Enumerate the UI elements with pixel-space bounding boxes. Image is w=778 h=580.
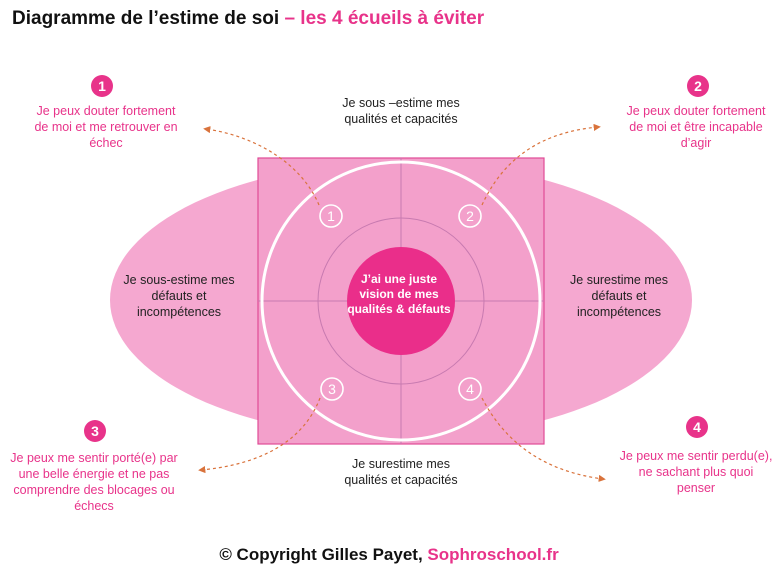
pitfall-badge-3: 3 (84, 420, 106, 442)
pitfall-number-3: 3 (91, 423, 99, 439)
arrow-to-pitfall-4 (481, 397, 606, 483)
copyright-footer: © Copyright Gilles Payet, Sophroschool.f… (0, 545, 778, 565)
quadrant-number-2: 2 (466, 208, 474, 224)
label-bottom: Je surestime mes qualités et capacités (344, 457, 458, 487)
arrow-to-pitfall-2 (481, 123, 601, 206)
pitfall-badge-1: 1 (91, 75, 113, 97)
quadrant-marker-4: 4 (458, 377, 482, 401)
pitfall-badge-4: 4 (686, 416, 708, 438)
pitfall-text-1: Je peux douter fortement de moi et me re… (34, 104, 178, 150)
arrow-to-pitfall-3 (198, 397, 321, 474)
inner-circle (317, 217, 485, 385)
quadrant-number-1: 1 (327, 208, 335, 224)
outer-circle (260, 160, 542, 442)
quadrant-marker-2: 2 (458, 204, 482, 228)
pitfall-number-4: 4 (693, 419, 701, 435)
page-title: Diagramme de l’estime de soi – les 4 écu… (12, 8, 484, 30)
quadrant-number-3: 3 (328, 381, 336, 397)
label-right: Je surestime mes défauts et incompétence… (570, 273, 668, 319)
site-link[interactable]: Sophroschool.fr (427, 545, 559, 564)
title-main: Diagramme de l’estime de soi (12, 8, 280, 29)
arrow-to-pitfall-1 (203, 126, 320, 206)
pitfall-number-2: 2 (694, 78, 702, 94)
center-circle (347, 247, 455, 355)
pitfall-text-3: Je peux me sentir porté(e) par une belle… (10, 451, 178, 513)
pitfall-text-4: Je peux me sentir perdu(e), ne sachant p… (619, 449, 773, 495)
title-accent: – les 4 écueils à éviter (279, 8, 485, 29)
quadrant-marker-3: 3 (320, 377, 344, 401)
pitfall-number-1: 1 (98, 78, 106, 94)
copyright-text: © Copyright (219, 545, 317, 564)
author-name: Gilles Payet, (316, 545, 428, 564)
pitfall-badge-2: 2 (687, 75, 709, 97)
label-top: Je sous –estime mes qualités et capacité… (342, 96, 460, 126)
pitfall-text-2: Je peux douter fortement de moi et être … (626, 104, 766, 150)
quadrant-number-4: 4 (466, 381, 474, 397)
quadrant-marker-1: 1 (319, 204, 343, 228)
center-statement: J’ai une juste vision de mes qualités & … (347, 272, 451, 316)
label-left: Je sous-estime mes défauts et incompéten… (123, 273, 235, 319)
